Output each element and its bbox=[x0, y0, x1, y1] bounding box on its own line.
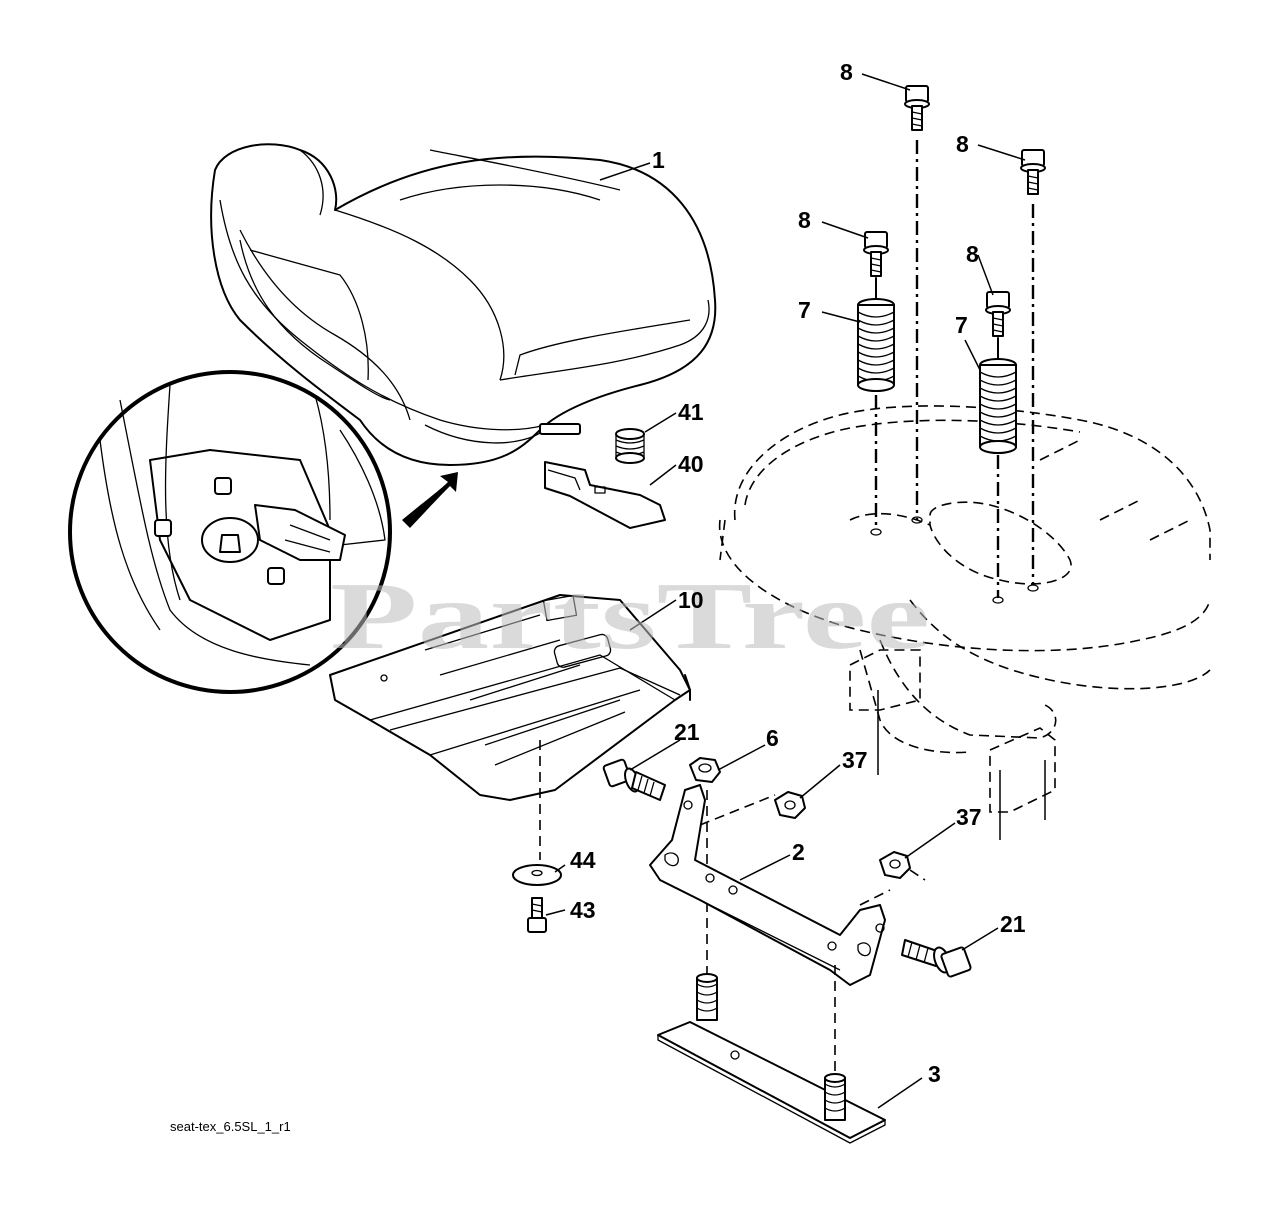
callout-7-left: 7 bbox=[798, 297, 811, 323]
callout-10: 10 bbox=[678, 587, 704, 613]
bolt-8-b bbox=[1020, 149, 1046, 592]
diagram-caption: seat-tex_6.5SL_1_r1 bbox=[170, 1119, 291, 1134]
callout-40: 40 bbox=[678, 451, 704, 477]
detail-view bbox=[68, 370, 392, 694]
callout-8-d: 8 bbox=[966, 241, 979, 267]
washer-44 bbox=[512, 740, 562, 886]
bolt-8-d bbox=[985, 291, 1011, 604]
stud-right bbox=[824, 1073, 846, 1121]
callout-41: 41 bbox=[678, 399, 704, 425]
callout-21-left: 21 bbox=[674, 719, 700, 745]
leader-lines bbox=[545, 73, 1026, 1109]
callout-6: 6 bbox=[766, 725, 779, 751]
callout-37-a: 37 bbox=[842, 747, 868, 773]
callout-7-right: 7 bbox=[955, 312, 968, 338]
bolt-8-a bbox=[904, 85, 930, 524]
detail-arrow bbox=[402, 472, 458, 528]
spring-7-left bbox=[857, 298, 895, 392]
callout-44: 44 bbox=[570, 847, 596, 873]
plate-3 bbox=[657, 973, 886, 1144]
bolt-8-c bbox=[863, 231, 889, 536]
callout-8-c: 8 bbox=[798, 207, 811, 233]
seat-pan-10 bbox=[329, 594, 691, 801]
bracket-2 bbox=[649, 784, 891, 1080]
bolt-43 bbox=[527, 897, 547, 933]
callout-21-right: 21 bbox=[1000, 911, 1026, 937]
nut-37-a bbox=[699, 791, 806, 826]
callout-8-b: 8 bbox=[956, 131, 969, 157]
watermark: PartsTree bbox=[330, 562, 930, 669]
nut-37-b bbox=[879, 851, 926, 881]
bolt-21-right bbox=[901, 939, 972, 978]
spring-41 bbox=[615, 428, 645, 464]
frame-bracket-outline bbox=[849, 649, 1056, 840]
clip-40 bbox=[544, 461, 666, 529]
callout-2: 2 bbox=[792, 839, 805, 865]
callout-8-a: 8 bbox=[840, 59, 853, 85]
callout-37-b: 37 bbox=[956, 804, 982, 830]
spring-7-right bbox=[979, 358, 1017, 454]
seat-1 bbox=[210, 143, 717, 466]
callout-43: 43 bbox=[570, 897, 596, 923]
callout-1: 1 bbox=[652, 147, 665, 173]
stud-left bbox=[696, 973, 718, 1021]
callout-3: 3 bbox=[928, 1061, 941, 1087]
bolt-21-left bbox=[602, 758, 666, 801]
seat-mount-bolts bbox=[857, 85, 1046, 604]
